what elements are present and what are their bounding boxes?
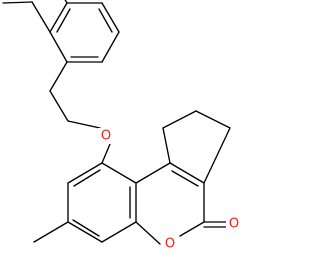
ch2-bond	[49, 61, 68, 92]
methyl-bond	[33, 221, 69, 243]
methyl-bond	[31, 1, 51, 33]
bond	[101, 31, 120, 63]
bond	[67, 221, 103, 243]
double-bond-inner	[98, 8, 113, 33]
chemical-structure: O O O	[2, 0, 242, 252]
bond	[67, 162, 103, 184]
bond	[162, 127, 171, 164]
bond	[101, 162, 137, 184]
benzyl-ring	[49, 2, 120, 63]
ch2-bond	[49, 90, 69, 122]
bond	[169, 162, 205, 184]
ring-oxygen-label: O	[165, 237, 175, 252]
double-bond-inner	[56, 8, 71, 33]
ch2-o-bond	[67, 120, 101, 129]
methyl-stub	[2, 1, 33, 4]
double-bond-inner	[73, 169, 101, 187]
bond	[101, 2, 120, 33]
bond	[49, 31, 68, 63]
bond	[135, 221, 161, 245]
bond	[101, 221, 137, 243]
atom-mask	[226, 216, 242, 232]
bond	[179, 221, 205, 237]
ether-oxygen-label: O	[101, 129, 111, 144]
bond	[195, 110, 231, 129]
aromatic-ring	[67, 162, 137, 243]
double-bond-inner	[171, 170, 199, 187]
bond	[203, 127, 231, 184]
carbonyl-oxygen-label: O	[229, 217, 239, 232]
double-bond-inner	[72, 219, 100, 237]
bond	[135, 162, 171, 184]
bond	[162, 110, 197, 129]
methyl-bond	[64, 0, 68, 4]
o-ring-bond	[101, 143, 111, 164]
bond	[49, 2, 68, 33]
atom-mask	[162, 236, 178, 252]
atom-mask	[98, 128, 114, 144]
